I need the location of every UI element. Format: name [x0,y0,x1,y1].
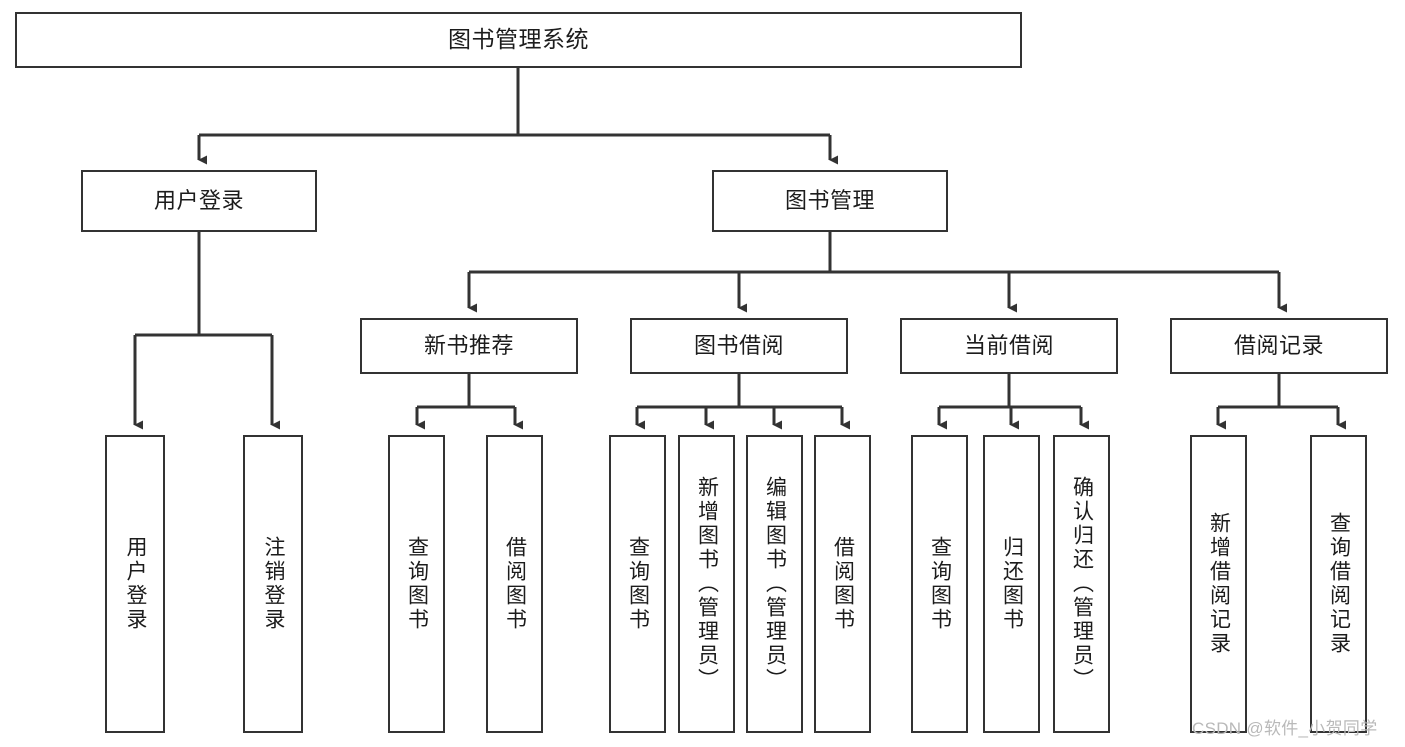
node-label: 图书管理系统 [448,26,589,53]
node-label: 归还图书 [1000,536,1024,632]
node-label: 用户登录 [124,536,148,632]
node-leaf-edit-book-admin[interactable]: 编辑图书（管理员） [746,435,803,733]
node-leaf-query-borrow-record[interactable]: 查询借阅记录 [1310,435,1367,733]
node-label: 借阅记录 [1233,333,1324,359]
node-label: 新增借阅记录 [1207,512,1231,656]
node-leaf-user-login[interactable]: 用户登录 [105,435,165,733]
node-leaf-logout-login[interactable]: 注销登录 [243,435,303,733]
node-label: 用户登录 [153,188,244,214]
node-leaf-borrow-book-2[interactable]: 借阅图书 [814,435,871,733]
node-user-login[interactable]: 用户登录 [81,170,317,232]
node-label: 注销登录 [262,536,286,632]
node-label: 确认归还（管理员） [1070,476,1094,692]
node-leaf-borrow-book-1[interactable]: 借阅图书 [486,435,543,733]
node-label: 图书管理 [784,188,875,214]
node-leaf-query-book-2[interactable]: 查询图书 [609,435,666,733]
node-label: 借阅图书 [503,536,527,632]
node-label: 编辑图书（管理员） [763,476,787,692]
node-label: 新增图书（管理员） [695,476,719,692]
node-book-borrow[interactable]: 图书借阅 [630,318,848,374]
node-leaf-query-book-1[interactable]: 查询图书 [388,435,445,733]
node-leaf-query-book-3[interactable]: 查询图书 [911,435,968,733]
node-leaf-add-borrow-record[interactable]: 新增借阅记录 [1190,435,1247,733]
node-new-book-recommend[interactable]: 新书推荐 [360,318,578,374]
csdn-watermark: CSDN @软件_小贺同学 [1192,719,1378,738]
node-label: 查询图书 [405,536,429,632]
node-current-borrow[interactable]: 当前借阅 [900,318,1118,374]
node-leaf-confirm-return-admin[interactable]: 确认归还（管理员） [1053,435,1110,733]
node-label: 查询图书 [928,536,952,632]
node-label: 新书推荐 [423,333,514,359]
node-leaf-add-book-admin[interactable]: 新增图书（管理员） [678,435,735,733]
node-label: 查询借阅记录 [1327,512,1351,656]
node-label: 当前借阅 [963,333,1054,359]
node-label: 查询图书 [626,536,650,632]
node-root-book-management-system[interactable]: 图书管理系统 [15,12,1022,68]
node-book-management[interactable]: 图书管理 [712,170,948,232]
node-label: 图书借阅 [693,333,784,359]
node-label: 借阅图书 [831,536,855,632]
node-leaf-return-book[interactable]: 归还图书 [983,435,1040,733]
node-borrow-record[interactable]: 借阅记录 [1170,318,1388,374]
